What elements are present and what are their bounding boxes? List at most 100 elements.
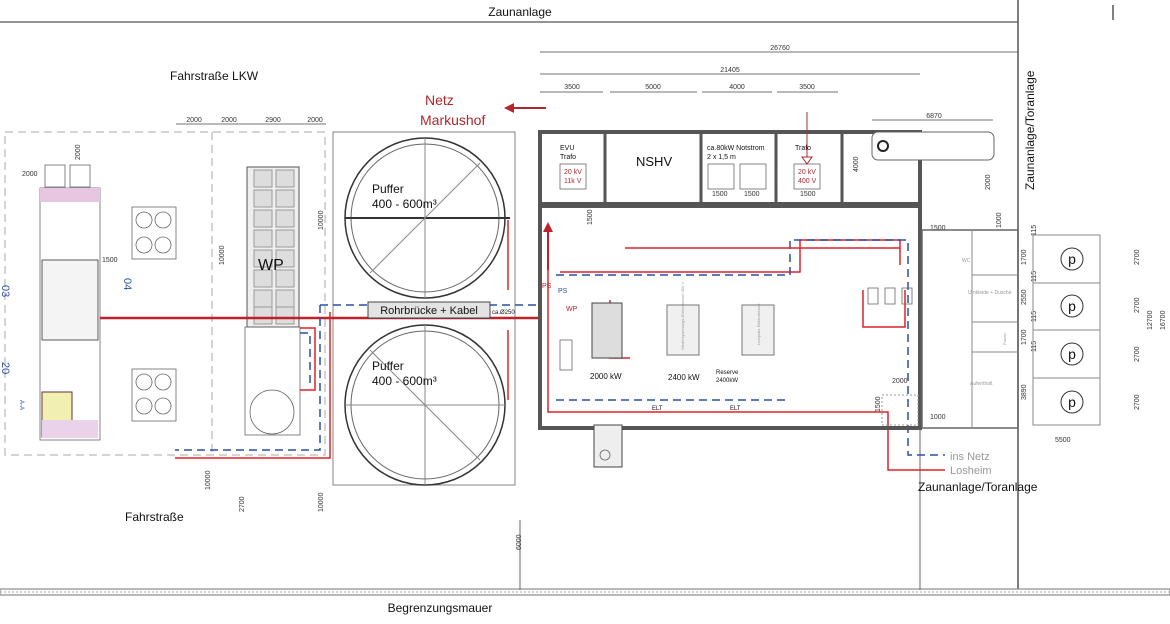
wp-tag: WP <box>566 306 578 313</box>
ps-label-1: PS <box>542 283 552 290</box>
elt-label-2: ELT <box>730 406 741 412</box>
building-top <box>538 130 922 206</box>
dim-parking: 2700 <box>1134 346 1141 362</box>
marker-04: 04 <box>121 278 133 290</box>
elt-label-1: ELT <box>652 406 663 412</box>
pipe-diameter: ca.Ø250 <box>492 310 515 316</box>
evu-trafo-volt-2: 11k V <box>564 178 582 185</box>
dim-annex: 115 <box>1031 311 1038 322</box>
dim-misc: 5500 <box>1055 437 1071 444</box>
dim-seg: 3500 <box>799 84 815 91</box>
dim-left-top: 2900 <box>265 117 281 124</box>
dim-misc: 10000 <box>318 210 325 230</box>
social-annex <box>921 229 1019 429</box>
heat-pump-label: WP <box>258 257 284 274</box>
dim-misc: 1500 <box>102 257 118 264</box>
dim-misc: 1500 <box>930 225 946 232</box>
dim-seg: 3500 <box>564 84 580 91</box>
dim-tank: 6870 <box>926 113 942 120</box>
marker-20: 20 <box>0 362 11 374</box>
road-truck-label: Fahrstraße LKW <box>170 69 259 83</box>
site-area-left <box>4 131 326 456</box>
dim-total: 26760 <box>770 45 790 52</box>
pipe-bridge-box <box>367 301 491 319</box>
heat-pump-stack <box>244 166 301 436</box>
reserve-slot-label: Leerplatz Elektrokessel <box>756 304 761 345</box>
road-label: Fahrstraße <box>125 510 184 524</box>
chp-unit <box>39 164 101 441</box>
dim-building: 21405 <box>720 67 740 74</box>
ps-label-2: PS <box>558 288 568 295</box>
dim-left-top: 2000 <box>186 117 202 124</box>
boundary-wall-label: Begrenzungsmauer <box>388 601 493 615</box>
e-boiler-label: Niederspannungs-Elektrokessel 400 V <box>680 282 685 350</box>
pipes <box>100 220 945 471</box>
trafo-volt-2: 400 V <box>798 178 817 185</box>
nshv-label: NSHV <box>636 154 672 169</box>
dim-parking: 2700 <box>1134 394 1141 410</box>
reserve-label: Reserve <box>716 370 739 376</box>
parking-icon: p <box>1068 346 1076 362</box>
dim-misc: 16700 <box>1160 310 1167 330</box>
dim-annex: 1700 <box>1021 329 1028 345</box>
buffer-tank-top <box>344 137 510 299</box>
umkleide-label: Umkleide + Dusche <box>968 290 1012 296</box>
dim-misc: 2000 <box>892 378 908 385</box>
wc-label: WC <box>962 258 971 264</box>
fence-top-label: Zaunanlage <box>488 5 552 19</box>
dim-misc: 10000 <box>318 492 325 512</box>
dim-annex: 1700 <box>1021 249 1028 265</box>
fence-gate-label: Zaunanlage/Toranlage <box>918 480 1038 494</box>
dim-annex: 115 <box>1031 225 1038 236</box>
buffer-tank-bottom <box>344 324 506 486</box>
dim-misc: 1500 <box>875 396 882 412</box>
grid-in-label-2: Markushof <box>420 112 485 128</box>
parking-icon: p <box>1068 251 1076 267</box>
dim-misc: 4000 <box>853 156 860 172</box>
buffer-top-volume: 400 - 600m³ <box>372 197 437 211</box>
e-boiler <box>666 304 775 356</box>
dry-cooler-top <box>131 206 177 260</box>
dim-seg: 4000 <box>729 84 745 91</box>
buffer-bottom-name: Puffer <box>372 359 404 373</box>
trafo-volt-1: 20 kV <box>798 169 816 176</box>
grid-in-label-1: Netz <box>425 92 454 108</box>
dim-annex: 115 <box>1031 341 1038 352</box>
notstrom-label-2: 2 x 1,5 m <box>707 154 736 161</box>
buffer-top-name: Puffer <box>372 182 404 196</box>
grid-in-arrow-icon <box>504 103 546 113</box>
dim-left-top: 2000 <box>221 117 237 124</box>
dimension-lines: 26760 21405 3500 5000 4000 3500 6870 200… <box>22 45 1167 550</box>
parking-icon: p <box>1068 394 1076 410</box>
parking <box>1032 234 1101 426</box>
e-boiler-power: 2400 kW <box>668 373 700 382</box>
dim-misc: 2000 <box>22 171 38 178</box>
dim-misc: 1000 <box>930 414 946 421</box>
dim-misc: 6000 <box>516 534 523 550</box>
dim-misc: 10000 <box>205 470 212 490</box>
evu-trafo-label-2: Trafo <box>560 154 576 161</box>
dim-misc: 1500 <box>587 209 594 225</box>
trafo-unit <box>793 163 821 190</box>
fence-right-label: Zaunanlage/Toranlage <box>1023 70 1037 190</box>
evu-trafo-volt-1: 20 kV <box>564 169 582 176</box>
evu-trafo-label-1: EVU <box>560 145 574 152</box>
dim-parking: 2700 <box>1134 249 1141 265</box>
putzen-label: Putzen <box>1002 333 1007 345</box>
notstrom-label-1: ca.80kW Notstrom <box>707 145 765 152</box>
marker-03: 03 <box>0 285 11 297</box>
dim-parking: 2700 <box>1134 297 1141 313</box>
aufenthalt-label: Aufenthalt <box>970 381 993 387</box>
parking-icon: p <box>1068 298 1076 314</box>
dim-annex: 115 <box>1031 271 1038 282</box>
tank <box>871 131 995 161</box>
evu-trafo-unit <box>559 163 587 190</box>
boiler <box>559 302 623 468</box>
trafo-feed-arrow-icon <box>801 112 813 165</box>
buffer-bottom-volume: 400 - 600m³ <box>372 374 437 388</box>
dim-misc: 1500 <box>744 191 760 198</box>
dim-misc: 2700 <box>239 496 246 512</box>
dry-cooler-bottom <box>131 368 177 422</box>
pumps <box>867 287 913 305</box>
